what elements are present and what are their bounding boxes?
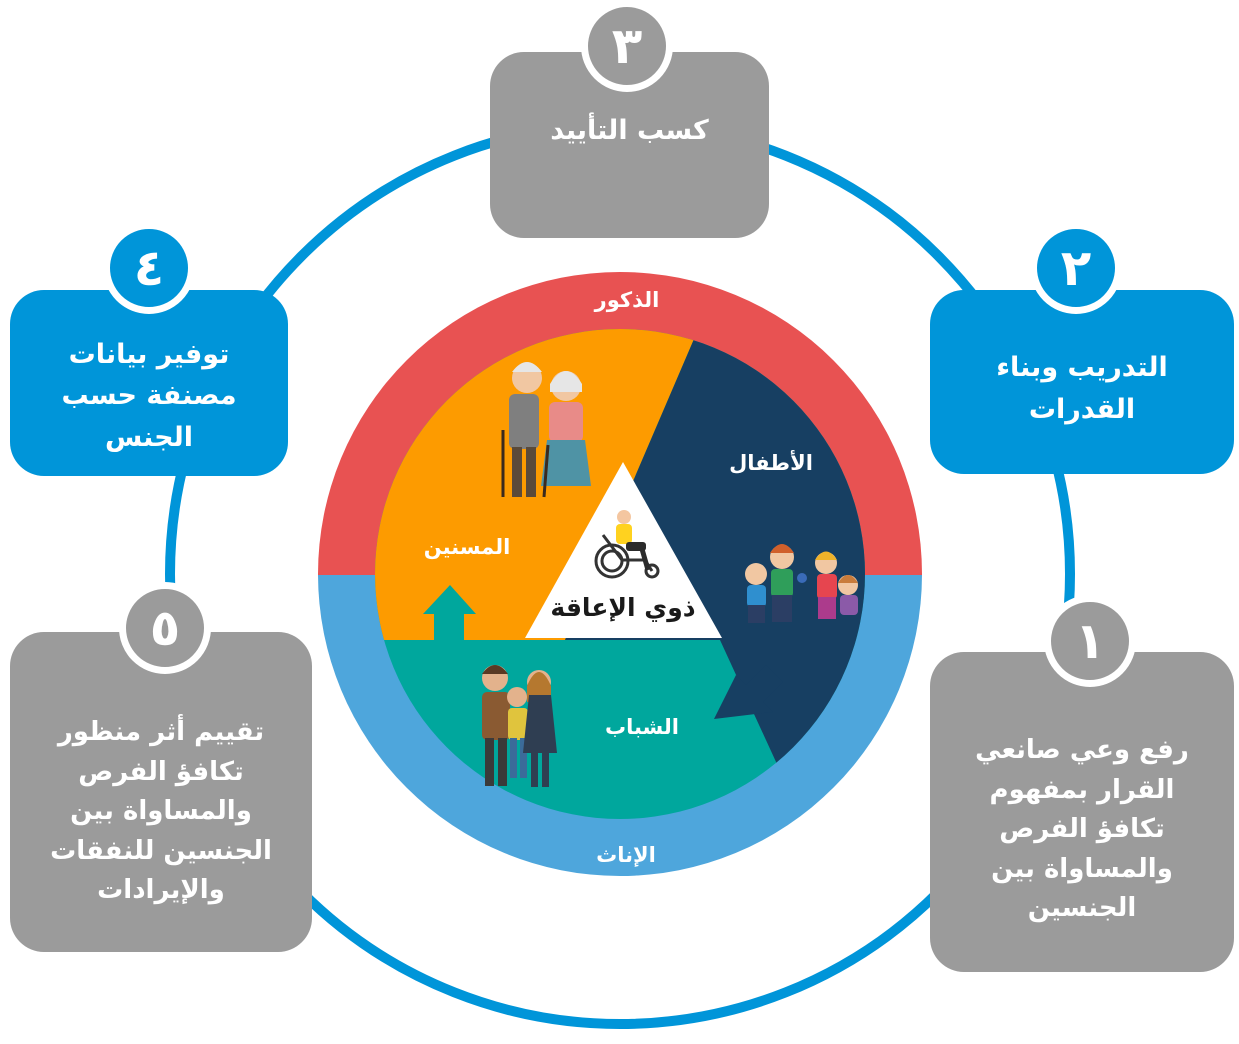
youth-family-icon xyxy=(482,665,557,787)
segment-label-youth: الشباب xyxy=(605,715,679,739)
step-3-number: ٣ xyxy=(581,0,673,92)
step-3-label: كسب التأييد xyxy=(550,114,709,146)
elderly-couple-icon xyxy=(501,362,591,498)
step-4-label: توفير بيانات مصنفة حسب الجنس xyxy=(61,339,237,453)
ring-label-female: الإناث xyxy=(596,843,656,867)
step-5-box: تقييم أثر منظور تكافؤ الفرص والمساواة بي… xyxy=(10,632,312,952)
step-2-number: ٢ xyxy=(1030,222,1122,314)
segment-label-elderly: المسنين xyxy=(424,535,511,559)
ring-label-male: الذكور xyxy=(594,288,660,312)
wheelchair-icon xyxy=(594,510,660,579)
segment-children xyxy=(565,329,865,819)
step-1-box: رفع وعي صانعي القرار بمفهوم تكافؤ الفرص … xyxy=(930,652,1234,972)
children-group-icon xyxy=(745,544,858,623)
step-2-box: التدريب وبناء القدرات xyxy=(930,290,1234,474)
step-2-label: التدريب وبناء القدرات xyxy=(996,352,1168,425)
arrow-down-left-icon xyxy=(714,665,783,719)
step-4-box: توفير بيانات مصنفة حسب الجنس xyxy=(10,290,288,476)
step-1-label: رفع وعي صانعي القرار بمفهوم تكافؤ الفرص … xyxy=(975,735,1189,924)
step-1-number: ١ xyxy=(1044,595,1136,687)
step-4-number: ٤ xyxy=(103,222,195,314)
segment-label-children: الأطفال xyxy=(729,449,813,475)
step-5-number: ٥ xyxy=(119,582,211,674)
step-5-label: تقييم أثر منظور تكافؤ الفرص والمساواة بي… xyxy=(50,717,272,906)
arrow-up-icon xyxy=(423,585,476,640)
center-label: ذوي الإعاقة xyxy=(550,593,695,623)
